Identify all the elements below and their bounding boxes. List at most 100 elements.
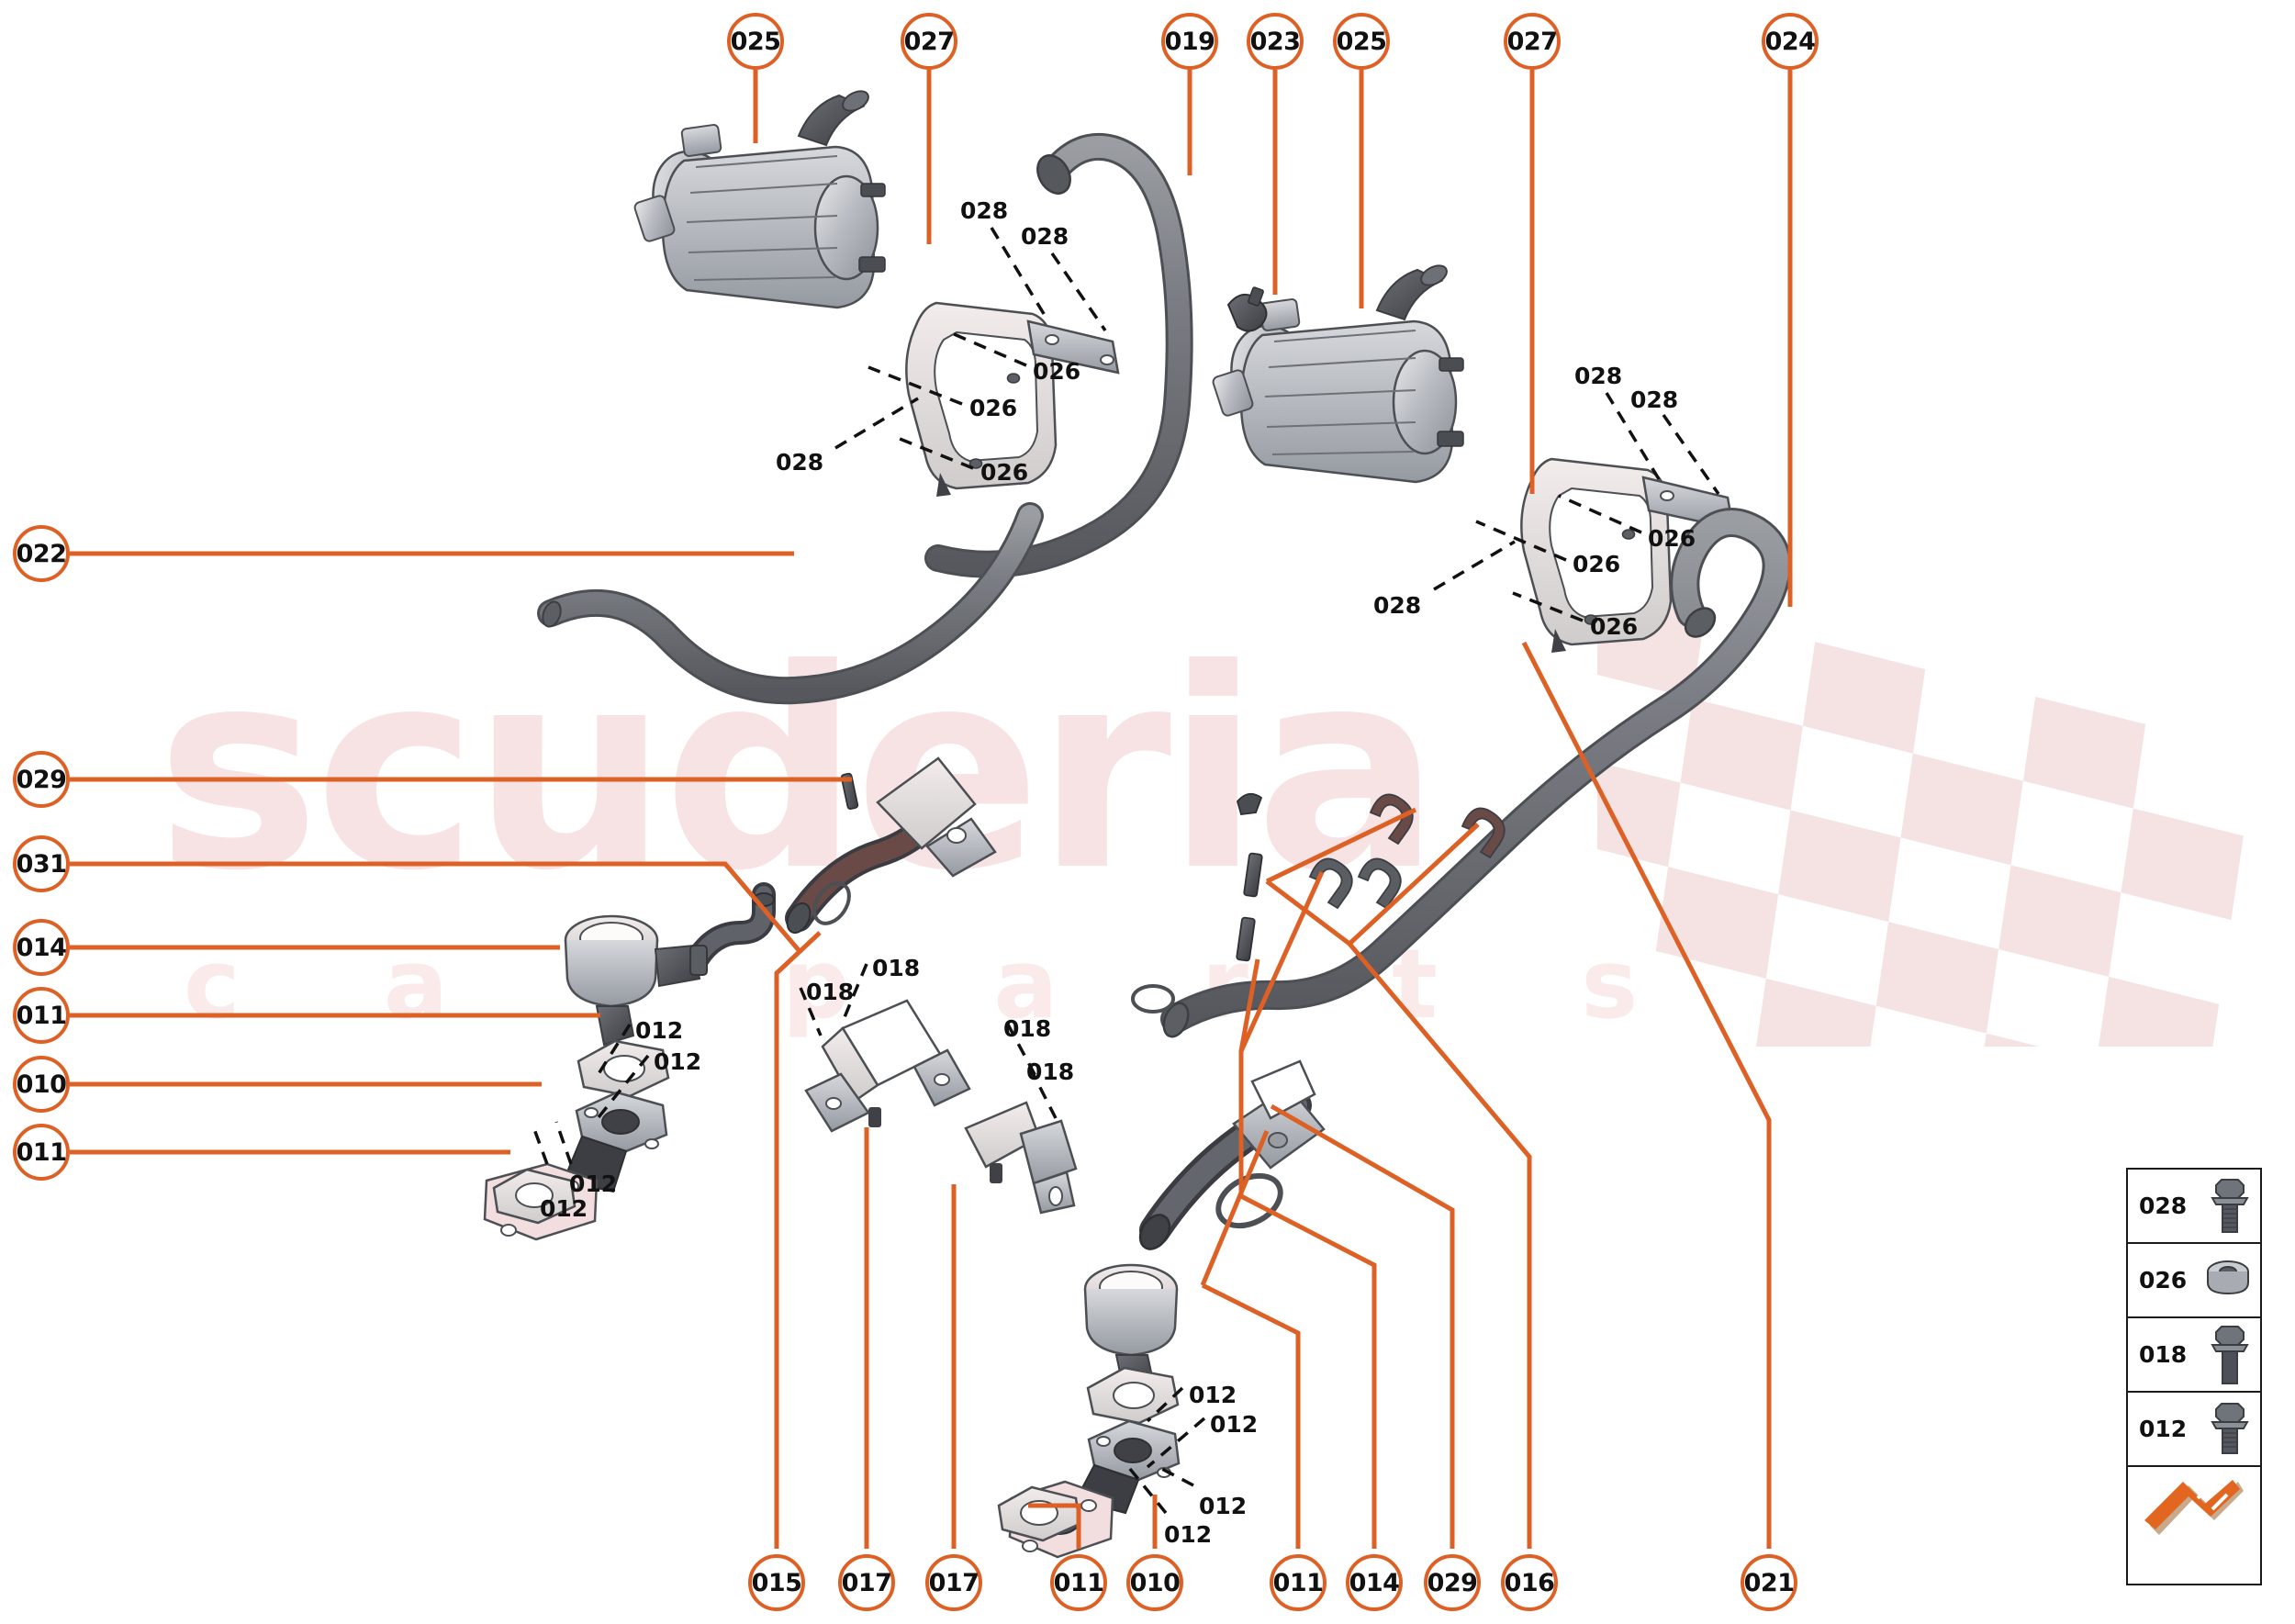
callout-024-top-6[interactable]: 024 [1762,13,1819,70]
callout-011-left-4[interactable]: 011 [13,987,70,1044]
callout-016-bottom-8[interactable]: 016 [1501,1554,1558,1611]
callout-number: 017 [841,1568,892,1597]
legend-row-026: 026 [2128,1244,2260,1318]
callout-011-left-6[interactable]: 011 [13,1124,70,1181]
part-tag-026-3: 026 [969,395,1018,421]
callout-029-bottom-7[interactable]: 029 [1424,1554,1481,1611]
callout-number: 027 [903,27,955,56]
legend-label-018: 018 [2139,1341,2188,1368]
callout-number: 014 [1349,1568,1400,1597]
part-tag-026-9: 026 [1573,551,1621,577]
legend-row-direction [2128,1467,2260,1549]
legend-label-012: 012 [2139,1416,2188,1442]
direction-arrow-icon [2133,1479,2255,1537]
callout-number: 022 [16,539,67,568]
callout-number: 021 [1743,1568,1795,1597]
part-tag-012-22: 012 [1199,1493,1248,1519]
part-tag-012-21: 012 [1210,1411,1259,1438]
part-tag-026-11: 026 [1590,613,1639,640]
pin-029-left [840,772,859,810]
callout-number: 010 [16,1070,67,1099]
legend-row-018: 018 [2128,1318,2260,1393]
part-tag-018-19: 018 [1026,1058,1075,1085]
callout-011-bottom-3[interactable]: 011 [1050,1554,1107,1611]
callout-number: 011 [1272,1568,1324,1597]
hose-clamp-023 [1226,286,1268,332]
callout-number: 011 [16,1001,67,1030]
legend-row-028: 028 [2128,1170,2260,1244]
air-pump-left [633,90,886,309]
callout-number: 023 [1249,27,1301,56]
flange-bolt-icon [2205,1176,2255,1237]
callout-number: 025 [730,27,781,56]
part-tag-026-2: 026 [1033,358,1081,385]
air-valve-014-left [564,914,708,1047]
pump-bracket-left [905,301,1120,497]
callout-number: 027 [1506,27,1558,56]
air-hose-019 [924,132,1193,578]
part-tag-028-6: 028 [1574,363,1623,389]
fastener-legend: 028 026 [2126,1168,2262,1585]
callout-017-bottom-2[interactable]: 017 [925,1554,982,1611]
gasket-010-right-upper [1086,1366,1180,1425]
callout-010-left-5[interactable]: 010 [13,1056,70,1113]
callout-027-top-5[interactable]: 027 [1504,13,1561,70]
callout-031-left-2[interactable]: 031 [13,835,70,892]
callout-025-top-4[interactable]: 025 [1333,13,1390,70]
callout-017-bottom-1[interactable]: 017 [838,1554,895,1611]
callout-015-bottom-0[interactable]: 015 [748,1554,805,1611]
clip-group-016-029 [1236,792,1506,962]
air-pump-right [1212,264,1464,484]
callout-number: 029 [1427,1568,1478,1597]
part-tag-012-23: 012 [1164,1521,1213,1548]
part-tag-028-4: 028 [776,449,824,476]
sensor-017-right [964,1101,1078,1215]
legend-label-026: 026 [2139,1267,2188,1294]
callout-014-bottom-6[interactable]: 014 [1346,1554,1403,1611]
part-tag-018-18: 018 [1003,1015,1052,1042]
flange-nut-icon [2201,1259,2255,1303]
callout-number: 011 [16,1137,67,1167]
callout-number: 014 [16,933,67,962]
part-tag-012-14: 012 [569,1170,618,1197]
part-tag-028-10: 028 [1373,592,1422,619]
part-tag-028-7: 028 [1630,386,1679,413]
callout-027-top-1[interactable]: 027 [901,13,957,70]
callout-number: 016 [1504,1568,1555,1597]
callout-number: 017 [928,1568,980,1597]
part-tag-012-15: 012 [540,1195,588,1222]
air-hose-022 [537,502,1044,705]
gasket-011-left-lower [492,1168,577,1225]
part-tag-028-0: 028 [960,197,1009,224]
callout-022-left-0[interactable]: 022 [13,525,70,582]
part-tag-012-20: 012 [1189,1382,1237,1408]
pipe-assembly-015 [785,756,997,935]
callout-014-left-3[interactable]: 014 [13,919,70,976]
part-tag-012-12: 012 [635,1017,684,1044]
short-flange-bolt-icon [2205,1400,2255,1459]
legend-label-028: 028 [2139,1193,2188,1219]
part-tag-026-5: 026 [980,459,1029,486]
callout-number: 025 [1336,27,1387,56]
callout-025-top-0[interactable]: 025 [727,13,784,70]
callout-021-bottom-9[interactable]: 021 [1741,1554,1797,1611]
callout-number: 010 [1129,1568,1181,1597]
part-tag-018-16: 018 [872,955,921,981]
callout-number: 031 [16,849,67,879]
callout-023-top-3[interactable]: 023 [1247,13,1304,70]
callout-010-bottom-4[interactable]: 010 [1126,1554,1183,1611]
part-tag-018-17: 018 [806,979,855,1005]
callout-number: 029 [16,765,67,794]
callout-number: 011 [1053,1568,1104,1597]
part-tag-028-1: 028 [1021,223,1069,250]
callout-number: 024 [1764,27,1816,56]
long-flange-bolt-icon [2205,1323,2255,1387]
callout-019-top-2[interactable]: 019 [1161,13,1218,70]
callout-011-bottom-5[interactable]: 011 [1270,1554,1327,1611]
callout-029-left-1[interactable]: 029 [13,751,70,808]
part-tag-026-8: 026 [1648,525,1696,552]
